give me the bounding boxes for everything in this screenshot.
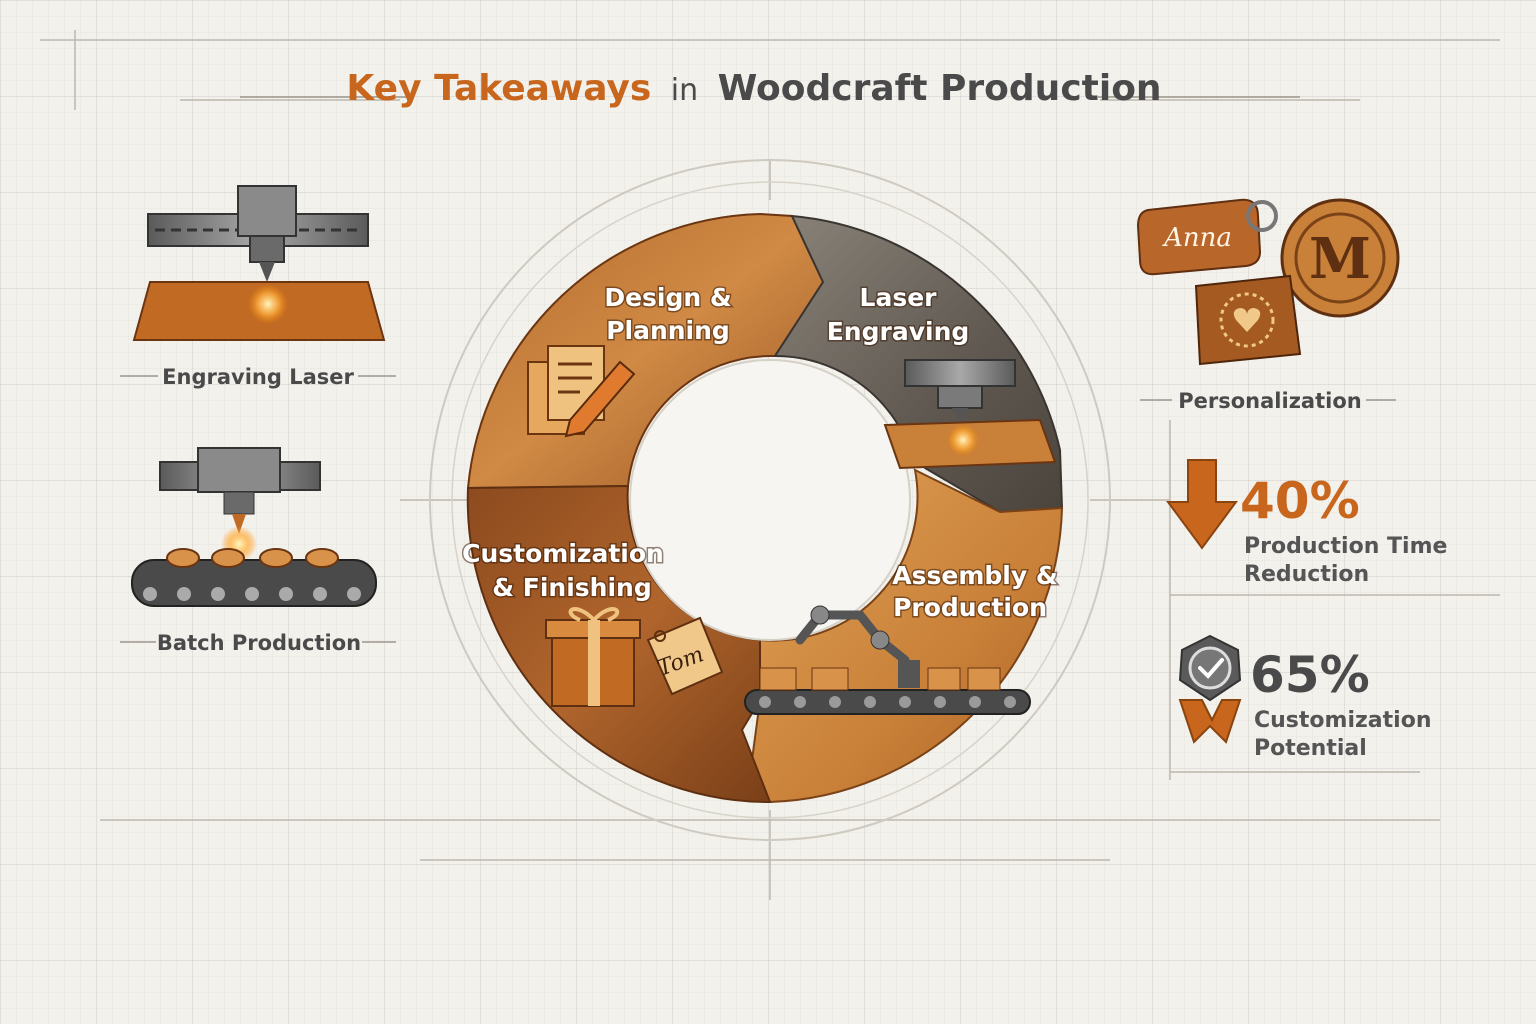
personalization-group: Anna M Personalization — [1136, 198, 1400, 413]
segment-label-laser-2: Engraving — [827, 317, 970, 346]
segment-label-custom-1: Customization — [462, 539, 664, 568]
stat-2-line1: Customization — [1254, 708, 1431, 733]
svg-text:Key Takeaways in W: Key Takeaways in Woodcraft Production — [346, 68, 1161, 109]
down-arrow-icon — [1166, 459, 1238, 550]
personalization-label: Personalization — [1178, 389, 1361, 413]
segment-label-design-1: Design & — [604, 283, 731, 312]
stat-2-line2: Potential — [1254, 736, 1367, 761]
segment-label-assembly-2: Production — [893, 593, 1047, 622]
left-item-batch-production: Batch Production — [120, 447, 396, 655]
stat-1-line2: Reduction — [1244, 562, 1369, 587]
title-connector: in — [671, 73, 698, 108]
cycle-center — [629, 359, 911, 641]
page-title: Key Takeaways in Woodcraft Production — [240, 68, 1300, 109]
segment-label-laser-1: Laser — [860, 283, 938, 312]
left-item-engraving-laser: Engraving Laser — [120, 185, 396, 389]
badge-check-icon — [1178, 634, 1242, 744]
engraving-laser-icon — [132, 185, 386, 341]
cycle-diagram: Design & Planning Laser Engraving Assemb… — [461, 212, 1064, 804]
segment-label-custom-2: & Finishing — [492, 573, 651, 602]
engraving-laser-label: Engraving Laser — [162, 365, 354, 389]
cycle-rings — [429, 159, 1111, 841]
stat-1-line1: Production Time — [1244, 534, 1447, 559]
monogram-medallion-icon: M — [1280, 198, 1400, 318]
medallion-letter: M — [1309, 226, 1371, 292]
document-pencil-icon — [527, 345, 636, 438]
heart-plaque-icon — [1194, 274, 1302, 366]
stat-2-value: 65% — [1250, 646, 1370, 704]
robot-conveyor-icon — [744, 605, 1031, 715]
keychain-name-text: Anna — [1162, 223, 1232, 253]
name-keychain-icon: Anna — [1136, 198, 1278, 276]
conveyor-icon — [131, 447, 377, 607]
title-rest: Woodcraft Production — [718, 68, 1162, 109]
stat-customization: 65% Customization Potential — [1178, 634, 1431, 761]
title-accent: Key Takeaways — [346, 68, 651, 109]
guide-lines — [40, 30, 1500, 900]
segment-label-assembly-1: Assembly & — [892, 561, 1057, 590]
gift-tag-icon: Tom — [545, 607, 724, 707]
laser-machine-icon — [883, 359, 1057, 470]
segment-label-design-2: Planning — [606, 316, 730, 345]
stat-1-value: 40% — [1240, 472, 1360, 530]
stat-production-time: 40% Production Time Reduction — [1166, 459, 1447, 587]
batch-production-label: Batch Production — [157, 631, 361, 655]
